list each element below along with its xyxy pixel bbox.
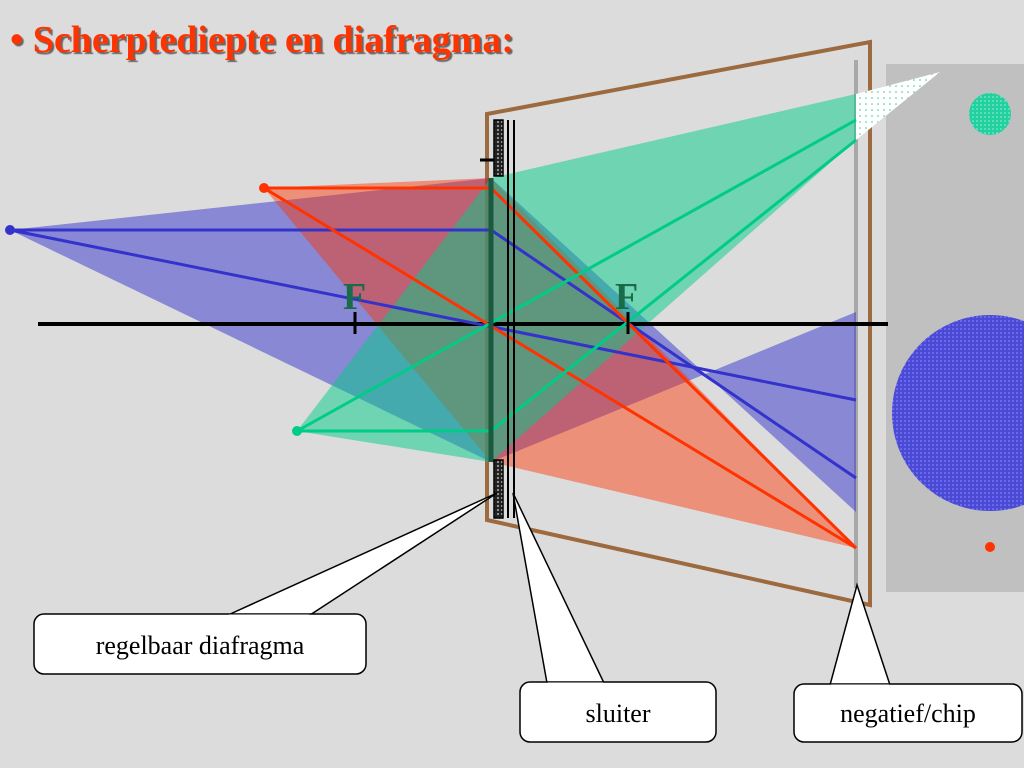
green-blur-disc (969, 93, 1011, 135)
green-beam-object-cone (297, 178, 491, 462)
green-beam-extension (856, 72, 940, 140)
diaphragm-upper-blade (493, 119, 504, 177)
blue-object-point (5, 225, 15, 235)
focus-right-label: F (615, 276, 638, 318)
callout-diaphragm-label: regelbaar diafragma (96, 631, 305, 660)
diaphragm-lower-blade (493, 459, 504, 519)
callout-sensor: negatief/chip (793, 582, 1023, 743)
callout-shutter-label: sluiter (586, 699, 651, 728)
red-ray-center (263, 186, 857, 550)
blue-ray-center (9, 228, 857, 402)
green-ray-center (296, 118, 857, 433)
green-object-point (292, 426, 302, 436)
focus-left-label: F (343, 276, 366, 318)
callout-sensor-label: negatief/chip (840, 699, 976, 728)
green-beam-image-cone (491, 94, 856, 462)
callout-diaphragm: regelbaar diafragma (33, 492, 498, 675)
slide-title: • Scherptediepte en diafragma: (10, 19, 515, 61)
blue-blur-disc (892, 315, 1024, 511)
callout-shutter: sluiter (512, 492, 717, 743)
red-sharp-point (985, 542, 995, 552)
red-object-point (259, 183, 269, 193)
